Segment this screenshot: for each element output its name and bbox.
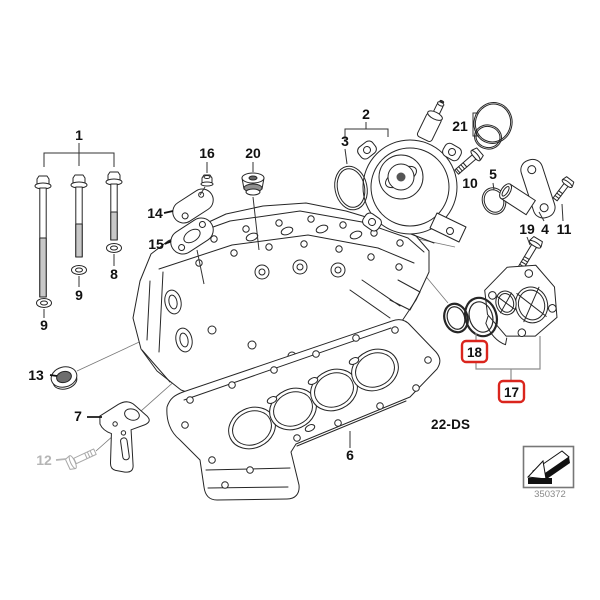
tube-flange-drawing (499, 158, 556, 219)
pump-cap (416, 99, 445, 142)
seal-ring-18-large (463, 296, 499, 338)
seal-ring-18-small (443, 302, 469, 334)
callout-7[interactable]: 7 (74, 408, 82, 424)
head-side-ports (141, 271, 193, 383)
head-bolt-heads (195, 215, 404, 271)
pump-mount-ear (357, 140, 377, 160)
callout-4[interactable]: 4 (541, 221, 549, 237)
direction-arrow-box: 350372 (522, 445, 575, 500)
callout-3[interactable]: 3 (341, 133, 349, 149)
washer (71, 265, 87, 275)
flange-17-drawing (484, 264, 558, 346)
screw-plug-13 (50, 366, 78, 390)
callout-19[interactable]: 19 (519, 221, 535, 237)
callout-17[interactable]: 17 (504, 385, 519, 400)
stud-bolt (105, 171, 123, 241)
callout-2[interactable]: 2 (362, 106, 370, 122)
callout-10[interactable]: 10 (462, 175, 478, 191)
callout-1[interactable]: 1 (75, 127, 83, 143)
support-bracket-7 (99, 401, 150, 473)
highlighted-callout-17[interactable]: 17 (497, 379, 526, 404)
stud-bolt (34, 175, 52, 298)
head-gasket-drawing (166, 319, 441, 501)
fold-arrow-down-left-icon (526, 450, 570, 484)
gasket-holes (181, 326, 432, 489)
callout-labels: 1 9 9 8 16 20 14 15 13 7 12 6 2 3 21 10 … (28, 106, 571, 468)
callout-14[interactable]: 14 (147, 205, 163, 221)
cylinder-head-studs (34, 171, 123, 308)
blanking-plate (172, 188, 214, 224)
pump-bracket-arm (410, 212, 467, 244)
flange-plate (520, 158, 556, 219)
o-ring-21-small (474, 124, 502, 150)
bolt-11 (552, 176, 575, 202)
callout-18[interactable]: 18 (467, 345, 483, 360)
washer (36, 298, 52, 308)
callout-6[interactable]: 6 (346, 447, 354, 463)
sealing-plug (241, 172, 265, 196)
o-ring-21-large (473, 102, 513, 144)
camshaft-lobes (245, 224, 363, 242)
vacuum-pump-drawing (357, 99, 467, 244)
callout-12-muted[interactable]: 12 (36, 452, 52, 468)
highlighted-callout-18[interactable]: 18 (460, 339, 489, 364)
bolt-10 (454, 147, 484, 175)
washer (106, 243, 122, 253)
sheet-number: 350372 (534, 489, 566, 500)
drawing-code: 22-DS (431, 417, 470, 432)
bolt-12-muted (64, 448, 97, 470)
callout-20[interactable]: 20 (245, 145, 261, 161)
callout-13[interactable]: 13 (28, 367, 44, 383)
stud-bolt (70, 174, 88, 258)
hex-nut (200, 174, 214, 187)
o-ring-3 (334, 165, 368, 211)
leader-lines (43, 112, 564, 461)
callout-16[interactable]: 16 (199, 145, 215, 161)
callout-5[interactable]: 5 (489, 166, 497, 182)
callout-9b[interactable]: 9 (75, 287, 83, 303)
plate-gasket (170, 217, 214, 255)
cylinder-bores (228, 348, 399, 450)
callout-8[interactable]: 8 (110, 266, 118, 282)
spark-plug-tubes (254, 259, 346, 280)
callout-21[interactable]: 21 (452, 118, 468, 134)
callout-15[interactable]: 15 (148, 236, 164, 252)
pump-mount-ear (442, 142, 462, 162)
flange-tube (499, 183, 536, 216)
callout-11[interactable]: 11 (557, 221, 572, 237)
callout-9a[interactable]: 9 (40, 317, 48, 333)
pump-mount-ear (362, 212, 382, 232)
